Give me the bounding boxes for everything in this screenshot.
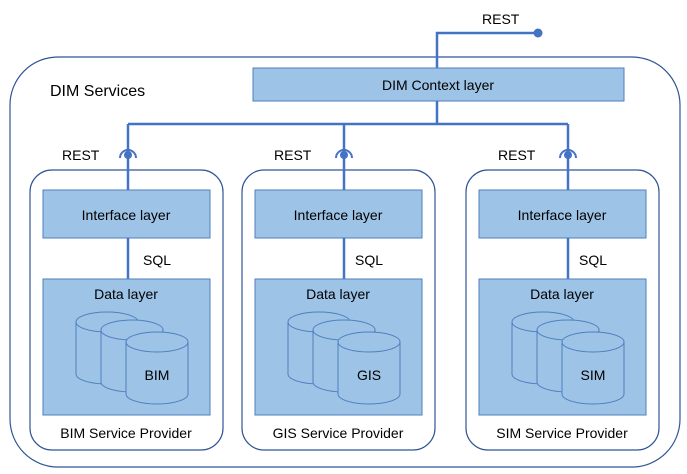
bim-data-layer-label: Data layer — [94, 286, 158, 302]
gis-data-layer-label: Data layer — [306, 286, 370, 302]
sim-data-layer-label: Data layer — [530, 286, 594, 302]
bim-rest-socket — [119, 149, 137, 159]
dim-services-label: DIM Services — [50, 83, 146, 100]
gis-interface-layer-label: Interface layer — [293, 207, 383, 223]
gis-service-provider-label: GIS Service Provider — [272, 425, 404, 441]
context-layer-label: DIM Context layer — [381, 77, 495, 93]
sim-db-label: SIM — [580, 367, 606, 383]
sim-rest-socket — [559, 149, 577, 159]
top-rest-label: REST — [482, 11, 520, 27]
sim-interface-layer-label: Interface layer — [517, 207, 607, 223]
gis-sql-label: SQL — [355, 252, 384, 268]
bim-service-provider-label: BIM Service Provider — [60, 425, 192, 441]
providers-group — [29, 124, 660, 451]
gis-interface-layer-box — [254, 189, 423, 239]
bim-interface-layer-box — [42, 189, 211, 239]
bim-rest-label: REST — [62, 147, 100, 163]
top-rest-endpoint — [533, 28, 543, 38]
sim-db-cylinder-front — [561, 331, 625, 405]
sim-sql-label: SQL — [579, 252, 608, 268]
gis-db-label: GIS — [356, 367, 382, 383]
sim-interface-layer-box — [478, 189, 647, 239]
gis-rest-socket — [335, 149, 353, 159]
sim-rest-label: REST — [498, 147, 536, 163]
bim-db-cylinder-front — [125, 331, 189, 405]
gis-rest-ball — [340, 151, 348, 159]
bim-sql-label: SQL — [143, 252, 172, 268]
sim-rest-ball — [564, 151, 572, 159]
bim-interface-layer-label: Interface layer — [81, 207, 171, 223]
bim-db-label: BIM — [144, 367, 170, 383]
gis-db-cylinder-front — [337, 331, 401, 405]
context-layer-box — [252, 67, 625, 102]
sim-service-provider-label: SIM Service Provider — [496, 425, 628, 441]
bim-rest-ball — [124, 151, 132, 159]
gis-rest-label: REST — [274, 147, 312, 163]
top-rest-connector — [435, 31, 537, 68]
